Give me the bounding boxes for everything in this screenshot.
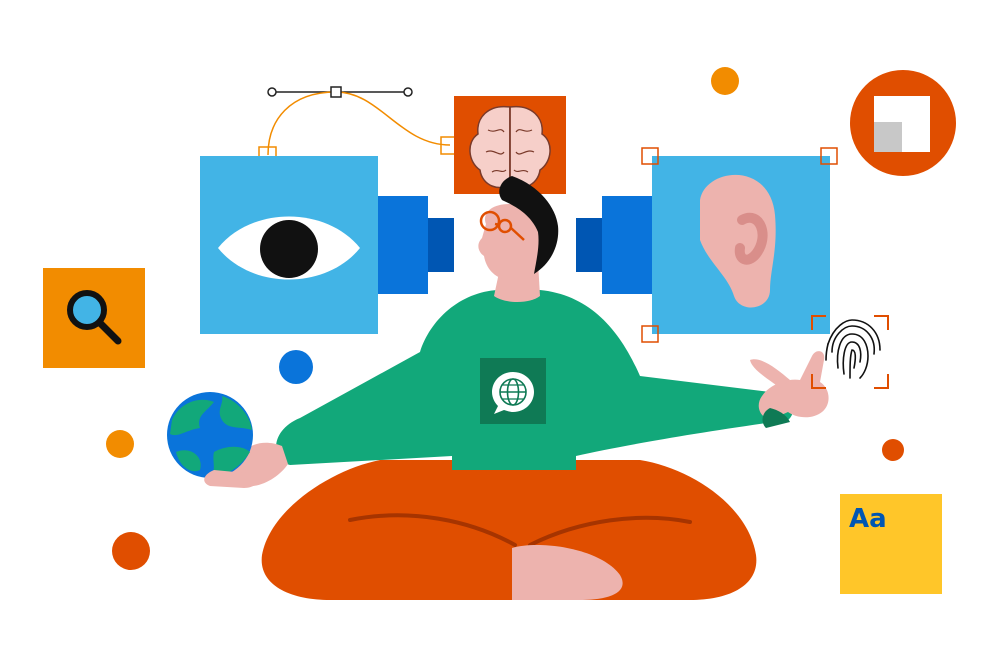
eye-card: [200, 156, 454, 334]
glasses-icon: [479, 210, 525, 241]
font-card: Aa: [840, 494, 942, 594]
person-torso: [276, 290, 793, 470]
person-head: [478, 176, 559, 302]
right-hand: [750, 351, 829, 428]
fingerprint-icon: [811, 315, 889, 389]
brain-icon: [469, 105, 551, 189]
ear-card: [576, 147, 838, 343]
dot-red-left: [112, 532, 150, 570]
eye-icon: [218, 216, 360, 280]
font-card-label: Aa: [849, 504, 887, 534]
search-card: [43, 268, 145, 368]
left-hand-fingers: [204, 470, 259, 488]
bezier-curve-icon: [258, 86, 459, 165]
dot-red-right: [882, 439, 904, 461]
dot-blue-left: [279, 350, 313, 384]
ear-icon: [700, 174, 776, 308]
dot-orange-left: [106, 430, 134, 458]
search-icon: [67, 290, 122, 345]
person-legs: [261, 460, 757, 600]
window-icon: [850, 70, 956, 176]
dot-orange-top: [711, 67, 739, 95]
globe-icon: [167, 392, 253, 478]
speech-globe-icon: [492, 372, 534, 414]
